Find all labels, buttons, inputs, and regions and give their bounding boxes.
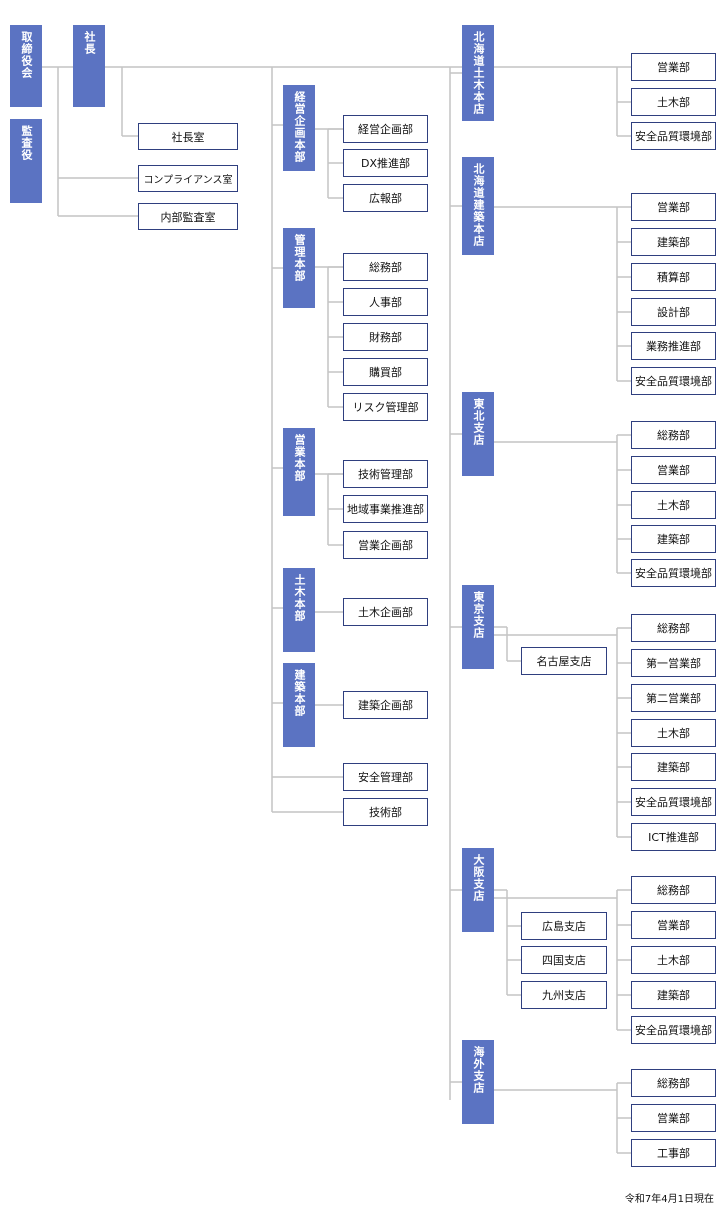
division-box: 経営企画本部 — [283, 85, 315, 171]
branch-department-box: 安全品質環境部 — [631, 559, 716, 587]
branch-department-box: ICT推進部 — [631, 823, 716, 851]
branch-box: 北海道土木本店 — [462, 25, 494, 121]
division-box-label: 土木本部 — [293, 574, 306, 622]
division-box-label: 管理本部 — [293, 234, 306, 282]
branch-department-box: 建築部 — [631, 753, 716, 781]
branch-department-box: 安全品質環境部 — [631, 1016, 716, 1044]
division-box-label: 建築本部 — [293, 669, 306, 717]
branch-box: 東北支店 — [462, 392, 494, 476]
branch-box: 北海道建築本店 — [462, 157, 494, 255]
branch-department-box: 建築部 — [631, 981, 716, 1009]
department-box: 総務部 — [343, 253, 428, 281]
branch-department-box: 総務部 — [631, 421, 716, 449]
branch-department-box: 第一営業部 — [631, 649, 716, 677]
division-box: 管理本部 — [283, 228, 315, 308]
branch-department-box: 建築部 — [631, 228, 716, 256]
division-box: 土木本部 — [283, 568, 315, 652]
department-box: 営業企画部 — [343, 531, 428, 559]
branch-department-box: 総務部 — [631, 876, 716, 904]
department-box: 技術管理部 — [343, 460, 428, 488]
division-box: 営業本部 — [283, 428, 315, 516]
branch-department-box: 土木部 — [631, 491, 716, 519]
department-box: 技術部 — [343, 798, 428, 826]
branch-department-box: 土木部 — [631, 88, 716, 116]
division-box: 建築本部 — [283, 663, 315, 747]
branch-box: 大阪支店 — [462, 848, 494, 932]
branch-department-box: 安全品質環境部 — [631, 367, 716, 395]
branch-department-box: 建築部 — [631, 525, 716, 553]
president-box-label: 社長 — [83, 31, 96, 55]
department-box: 広報部 — [343, 184, 428, 212]
branch-department-box: 土木部 — [631, 719, 716, 747]
branch-department-box: 積算部 — [631, 263, 716, 291]
division-box-label: 営業本部 — [293, 434, 306, 482]
as-of-date: 令和7年4月1日現在 — [624, 1194, 714, 1205]
branch-department-box: 営業部 — [631, 53, 716, 81]
branch-box-label: 海外支店 — [472, 1046, 485, 1094]
sub-branch-box: 広島支店 — [521, 912, 607, 940]
department-box: 人事部 — [343, 288, 428, 316]
department-box: 地域事業推進部 — [343, 495, 428, 523]
branch-box: 東京支店 — [462, 585, 494, 669]
branch-department-box: 営業部 — [631, 911, 716, 939]
branch-department-box: 工事部 — [631, 1139, 716, 1167]
branch-box-label: 北海道建築本店 — [472, 163, 485, 247]
department-box: DX推進部 — [343, 149, 428, 177]
auditor-box: 監査役 — [10, 119, 42, 203]
branch-department-box: 土木部 — [631, 946, 716, 974]
branch-department-box: 第二営業部 — [631, 684, 716, 712]
sub-branch-box: 四国支店 — [521, 946, 607, 974]
branch-department-box: 設計部 — [631, 298, 716, 326]
branch-box: 海外支店 — [462, 1040, 494, 1124]
board-of-directors-box: 取締役会 — [10, 25, 42, 107]
auditor-box-label: 監査役 — [20, 125, 33, 161]
department-box: 経営企画部 — [343, 115, 428, 143]
branch-department-box: 安全品質環境部 — [631, 788, 716, 816]
department-box: 財務部 — [343, 323, 428, 351]
division-box-label: 経営企画本部 — [293, 91, 306, 163]
board-of-directors-box-label: 取締役会 — [20, 31, 33, 79]
branch-department-box: 業務推進部 — [631, 332, 716, 360]
branch-department-box: 総務部 — [631, 614, 716, 642]
department-box: リスク管理部 — [343, 393, 428, 421]
branch-box-label: 東京支店 — [472, 591, 485, 639]
branch-department-box: 営業部 — [631, 1104, 716, 1132]
president-staff-box: 内部監査室 — [138, 203, 238, 230]
department-box: 安全管理部 — [343, 763, 428, 791]
branch-department-box: 営業部 — [631, 456, 716, 484]
department-box: 建築企画部 — [343, 691, 428, 719]
branch-box-label: 東北支店 — [472, 398, 485, 446]
branch-department-box: 総務部 — [631, 1069, 716, 1097]
sub-branch-box: 九州支店 — [521, 981, 607, 1009]
president-staff-box: コンプライアンス室 — [138, 165, 238, 192]
branch-box-label: 北海道土木本店 — [472, 31, 485, 115]
department-box: 購買部 — [343, 358, 428, 386]
sub-branch-box: 名古屋支店 — [521, 647, 607, 675]
branch-department-box: 安全品質環境部 — [631, 122, 716, 150]
branch-department-box: 営業部 — [631, 193, 716, 221]
president-box: 社長 — [73, 25, 105, 107]
president-staff-box: 社長室 — [138, 123, 238, 150]
branch-box-label: 大阪支店 — [472, 854, 485, 902]
department-box: 土木企画部 — [343, 598, 428, 626]
